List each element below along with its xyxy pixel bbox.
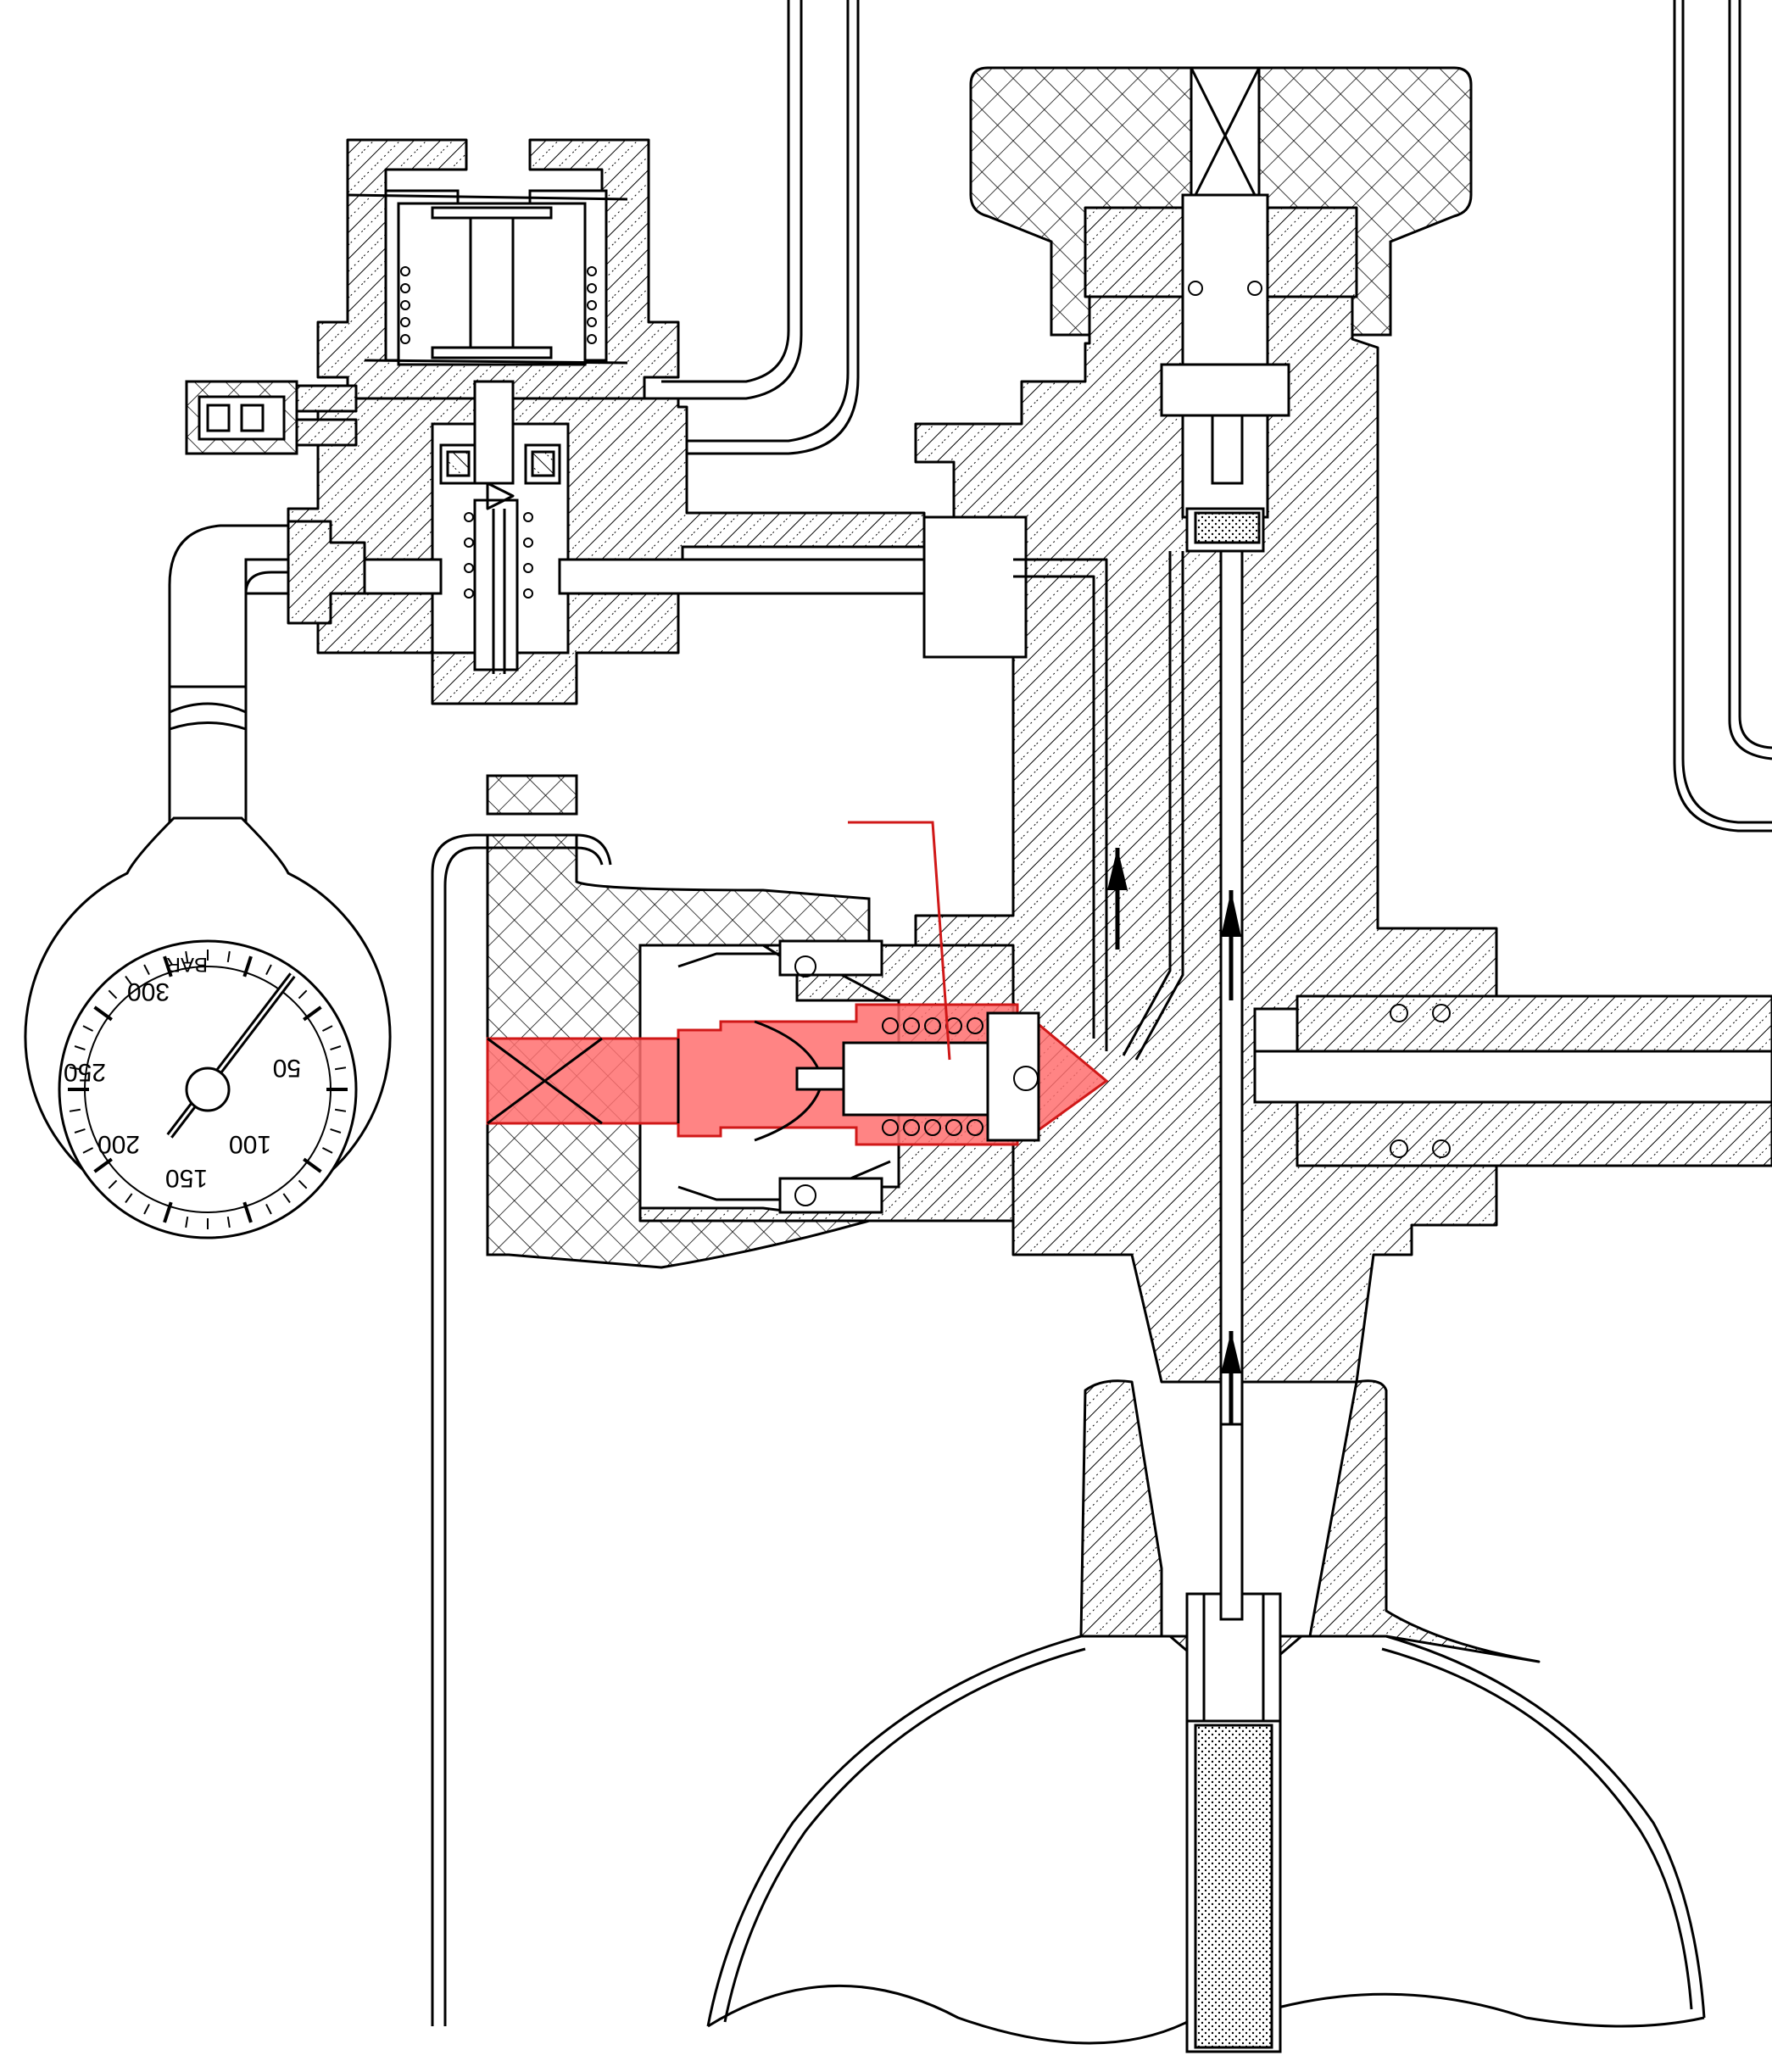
- gauge-label-200: 200: [98, 1130, 140, 1158]
- gauge-tick: [93, 1005, 113, 1022]
- relief-valve: [185, 380, 358, 455]
- dip-tube-filter: [1185, 1719, 1282, 2053]
- gauge-tick: [242, 955, 253, 978]
- gauge-label-250: 250: [64, 1058, 106, 1086]
- valve-body: [914, 193, 1772, 1426]
- spindle-spring: [882, 1017, 984, 1136]
- siphon-tube: [431, 833, 612, 2026]
- gauge-label-100: 100: [229, 1130, 271, 1158]
- regulator-body: [244, 380, 1104, 705]
- gauge-tick: [226, 950, 231, 963]
- gauge-needle: [166, 972, 296, 1139]
- gauge-tick: [298, 1179, 308, 1189]
- pipe-top-left: [661, 0, 860, 455]
- gauge-tick: [303, 1157, 322, 1173]
- gauge-label-50: 50: [273, 1054, 301, 1082]
- regulator-spring-right: [587, 266, 597, 344]
- gauge-tick: [330, 1128, 342, 1133]
- gauge-tick: [93, 1157, 113, 1173]
- pressure-regulator: [316, 138, 680, 400]
- gauge-unit-label: BAR: [166, 953, 208, 976]
- gauge-tick: [303, 1005, 322, 1022]
- pressure-gauge: 300 BAR 250 200 150 100 50: [24, 816, 392, 1239]
- cylinder-dome: [706, 1635, 1706, 2045]
- gauge-tick: [282, 1193, 291, 1204]
- gauge-tick: [265, 964, 272, 976]
- gauge-tick: [108, 989, 118, 1000]
- gauge-tick: [74, 1128, 86, 1133]
- gauge-tick: [334, 1108, 347, 1112]
- gauge-label-300: 300: [127, 978, 170, 1005]
- gauge-tick: [265, 1203, 272, 1215]
- gauge-tick: [321, 1147, 333, 1154]
- pipe-right: [1673, 0, 1772, 833]
- poppet-spring: [464, 512, 533, 599]
- gauge-tick: [125, 1193, 133, 1204]
- gauge-tick: [163, 955, 173, 978]
- gauge-hose: [168, 520, 366, 824]
- cylinder-neck: [1079, 1379, 1541, 1723]
- highlighted-valve-spindle: [486, 821, 1109, 1146]
- gauge-label-150: 150: [165, 1164, 208, 1192]
- gauge-tick: [125, 975, 133, 986]
- gauge-tick: [330, 1045, 342, 1050]
- gauge-tick: [74, 1045, 86, 1050]
- gauge-tick: [143, 1203, 150, 1215]
- gauge-tick: [69, 1108, 81, 1112]
- regulator-spring-left: [400, 266, 410, 344]
- gauge-tick: [185, 950, 189, 963]
- gauge-tick: [321, 1025, 333, 1032]
- gauge-tick: [69, 1067, 81, 1071]
- gauge-tick: [185, 1216, 189, 1228]
- gauge-tick: [143, 964, 150, 976]
- gauge-tick: [108, 1179, 118, 1189]
- gauge-tick: [334, 1067, 347, 1071]
- gauge-tick: [242, 1201, 253, 1223]
- gauge-tick: [82, 1025, 94, 1032]
- gauge-tick: [82, 1147, 94, 1154]
- gauge-ticks: [68, 950, 348, 1229]
- gauge-tick: [163, 1201, 173, 1223]
- gauge-tick: [226, 1216, 231, 1228]
- gauge-tick: [298, 989, 308, 1000]
